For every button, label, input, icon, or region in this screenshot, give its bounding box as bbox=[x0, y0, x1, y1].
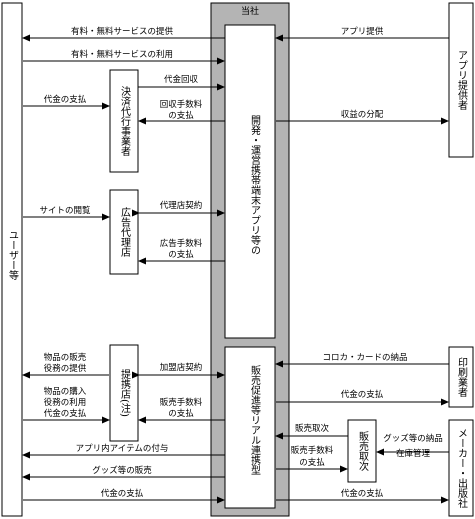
printer-label: 印刷業者 bbox=[456, 357, 468, 398]
company-title: 当社 bbox=[241, 5, 259, 17]
maker-box bbox=[448, 419, 474, 517]
label-app-provide: アプリ提供 bbox=[341, 26, 384, 37]
ad-agency-box bbox=[109, 189, 139, 275]
user-label: ユーザー等 bbox=[7, 230, 19, 280]
label-collect-fee-2: の支払 bbox=[168, 110, 194, 121]
label-sales-fee-2: の支払 bbox=[168, 408, 194, 419]
maker-label: メーカー・出版社 bbox=[456, 428, 468, 509]
sales-agent-box bbox=[347, 419, 377, 483]
label-revenue-share: 収益の分配 bbox=[341, 109, 384, 120]
dev-box-label: 開発・運営携帯端末アプリ等の bbox=[249, 115, 261, 255]
sales-agent-label: 販売取次 bbox=[357, 431, 369, 472]
label-sales-agency: 販売取次 bbox=[295, 423, 330, 434]
label-agency-contract: 代理店契約 bbox=[160, 200, 203, 211]
label-purchase-3: 代金の支払 bbox=[44, 408, 87, 419]
label-service-provide: 有料・無料サービスの提供 bbox=[71, 26, 174, 37]
dev-operation-box bbox=[224, 24, 276, 339]
label-sales-fee2-2: の支払 bbox=[299, 457, 325, 468]
sales-box-label: 販売促進等リアル連携型 bbox=[249, 365, 261, 475]
app-provider-label: アプリ提供者 bbox=[456, 50, 468, 111]
partner-store-box bbox=[109, 344, 139, 442]
app-provider-box bbox=[448, 2, 474, 158]
label-goods-sale-2: 役務の提供 bbox=[44, 363, 87, 374]
label-purchase-2: 役務の利用 bbox=[44, 397, 87, 408]
label-card-delivery: コロカ・カードの納品 bbox=[322, 352, 407, 363]
label-goods-delivery-2: 在庫管理 bbox=[396, 448, 431, 459]
label-member-contract: 加盟店契約 bbox=[160, 362, 203, 373]
label-sales-fee2-1: 販売手数料 bbox=[291, 445, 334, 456]
label-site-browse: サイトの閲覧 bbox=[39, 205, 91, 216]
label-payment-printer: 代金の支払 bbox=[341, 389, 384, 400]
printer-box bbox=[448, 346, 474, 408]
label-goods-delivery-1: グッズ等の納品 bbox=[383, 433, 443, 444]
label-user-pay: 代金の支払 bbox=[44, 94, 87, 105]
label-goods-sale-1: 物品の販売 bbox=[44, 352, 87, 363]
label-fee-collect: 代金回収 bbox=[164, 74, 199, 85]
label-payment-final-left: 代金の支払 bbox=[101, 488, 144, 499]
label-purchase-1: 物品の購入 bbox=[44, 386, 87, 397]
label-collect-fee-1: 回収手数料 bbox=[160, 99, 203, 110]
label-ad-fee-2: の支払 bbox=[168, 249, 194, 260]
payment-agent-label: 決済代行事業者 bbox=[119, 86, 131, 157]
label-payment-final-right: 代金の支払 bbox=[341, 488, 384, 499]
sales-promotion-box bbox=[224, 346, 276, 509]
label-app-item: アプリ内アイテムの付与 bbox=[76, 443, 169, 454]
user-box bbox=[1, 2, 23, 517]
label-goods-sale: グッズ等の販売 bbox=[92, 465, 152, 476]
label-service-use: 有料・無料サービスの利用 bbox=[71, 49, 173, 60]
ad-agency-label: 広告代理店 bbox=[119, 206, 131, 258]
partner-store-label: 提携店(注) bbox=[119, 369, 131, 417]
label-sales-fee-1: 販売手数料 bbox=[160, 397, 203, 408]
label-ad-fee-1: 広告手数料 bbox=[160, 238, 203, 249]
